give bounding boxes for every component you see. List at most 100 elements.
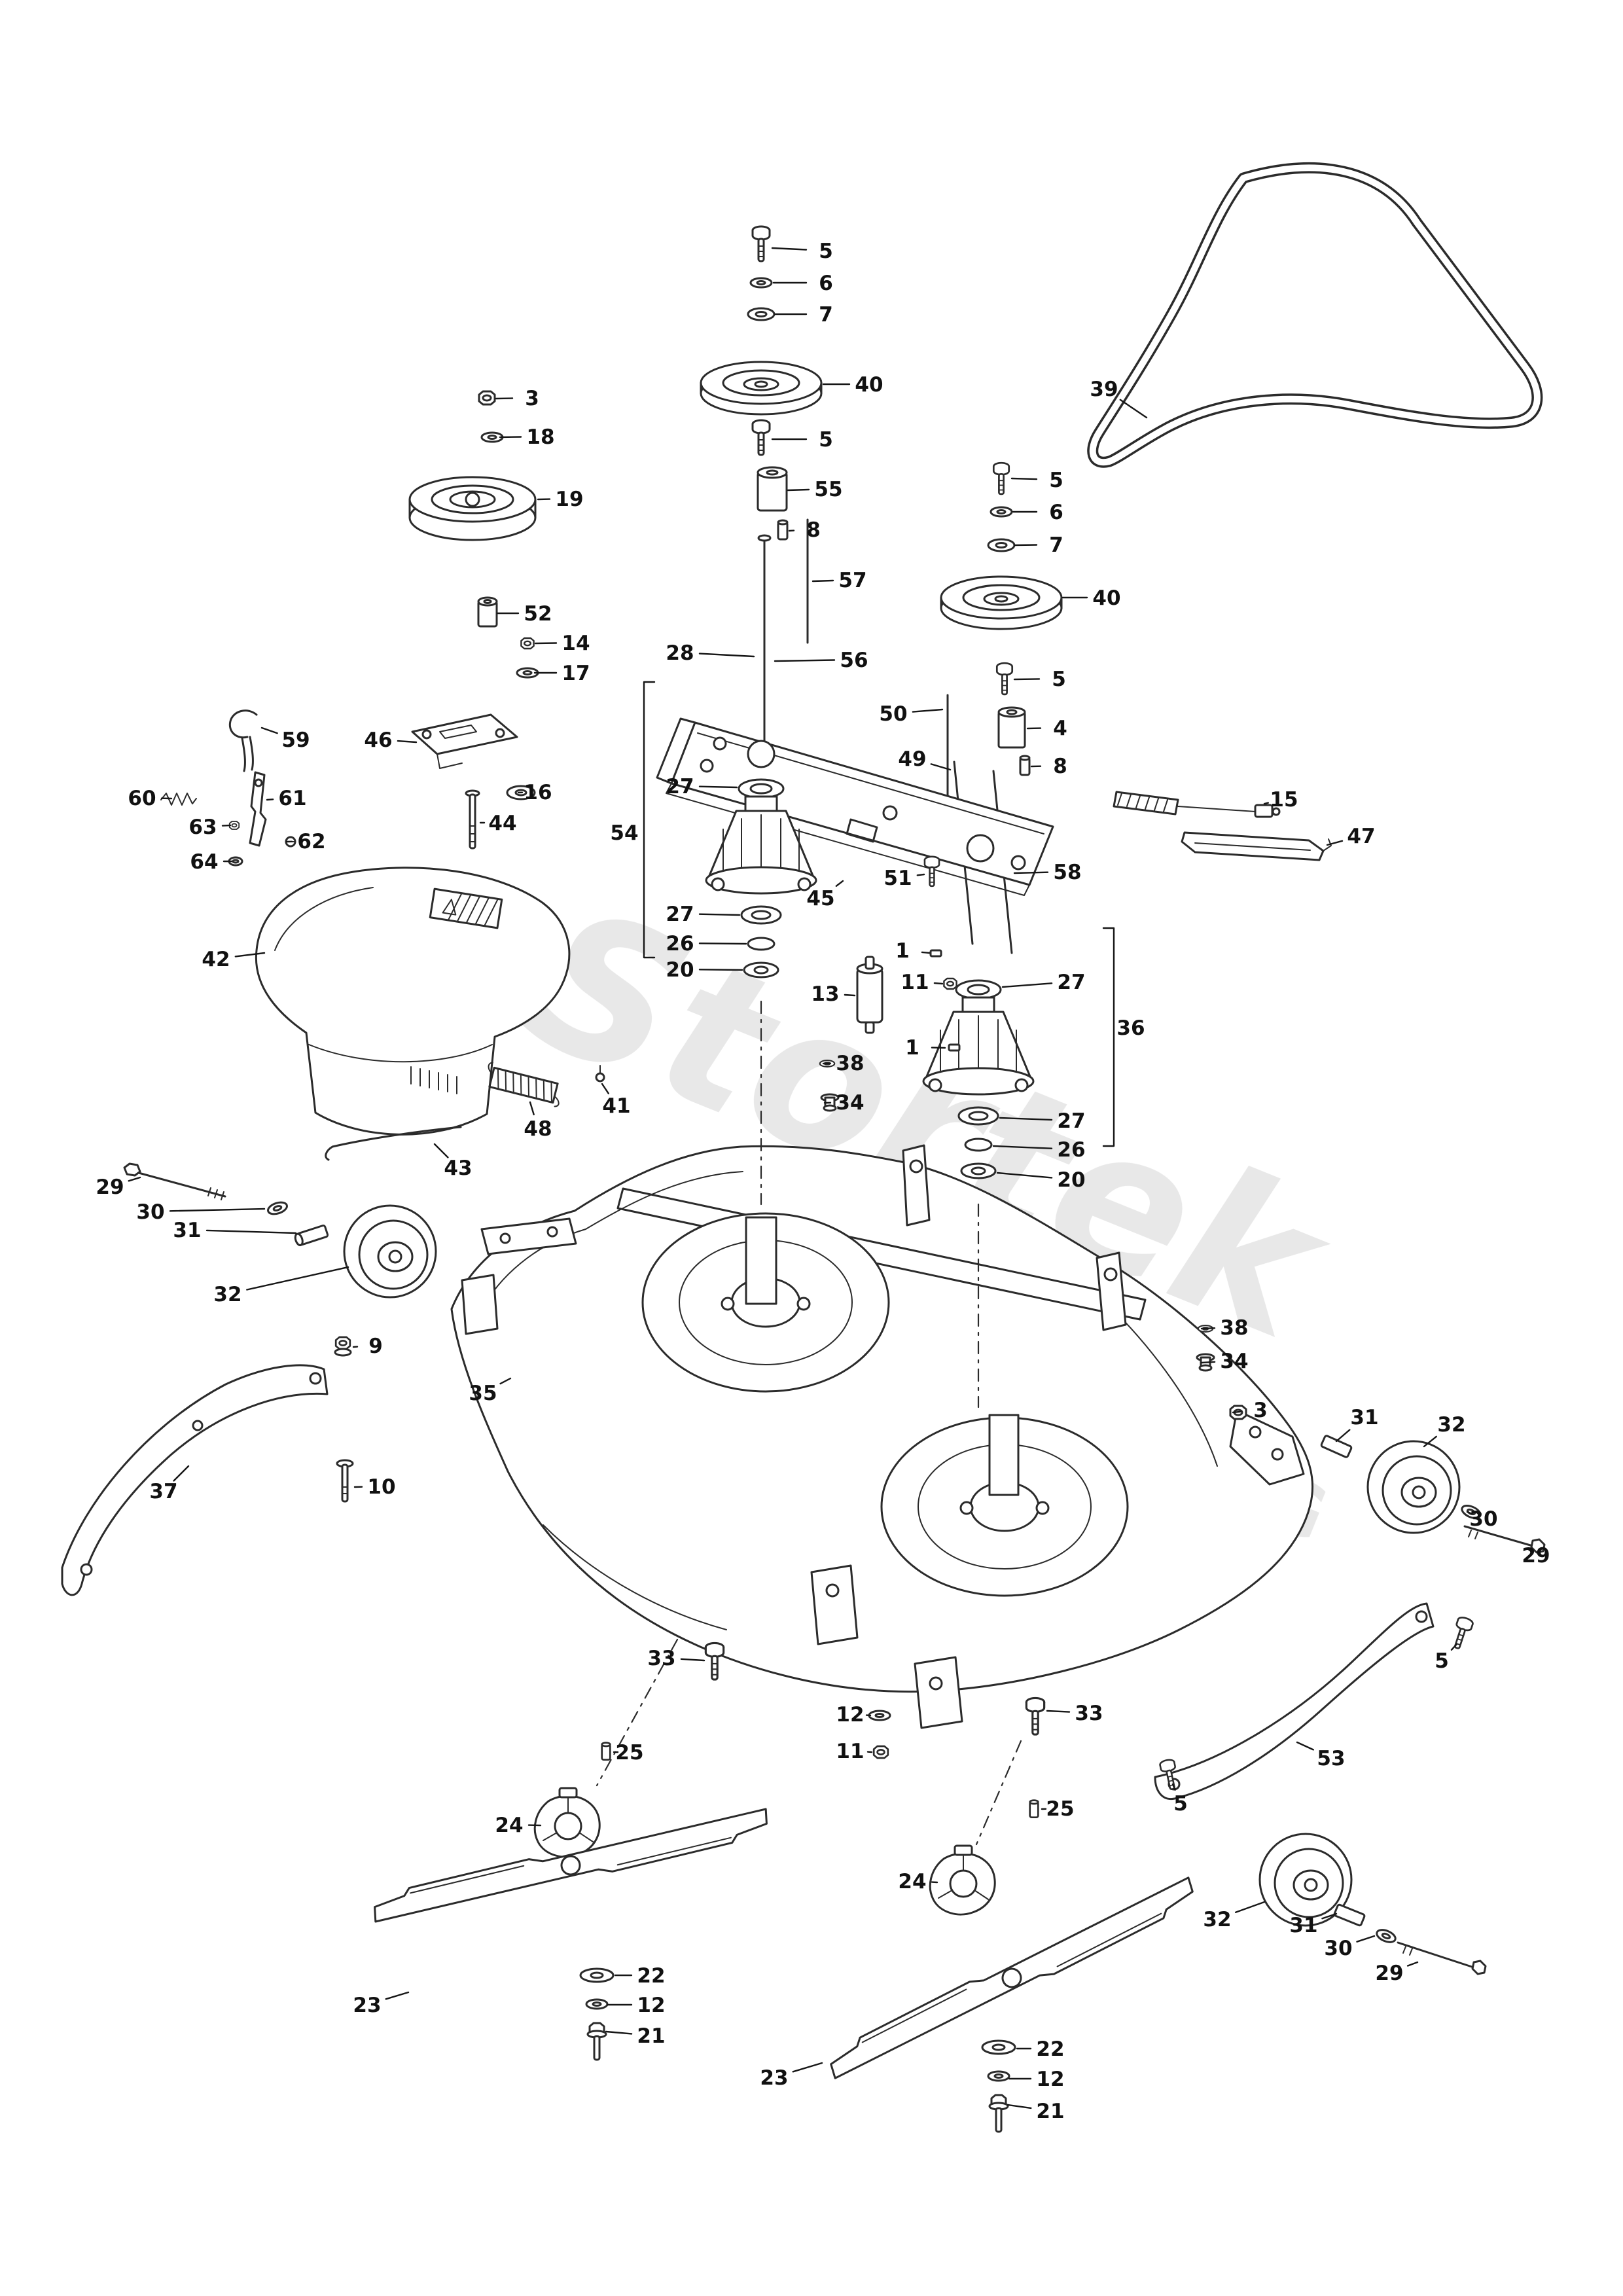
part-number-label: 1 — [905, 1036, 919, 1060]
callout-leader-line — [921, 951, 931, 954]
callout-leader-line — [1321, 1912, 1338, 1920]
callout-leader-line — [916, 873, 925, 876]
drive-belt — [1087, 162, 1543, 468]
callout-leader-line — [1526, 1547, 1532, 1552]
callout-bracket — [1102, 927, 1115, 1147]
callout-leader-line — [1046, 1710, 1071, 1713]
hex-bolt-long — [336, 1459, 354, 1503]
part-number-label: 11 — [901, 971, 929, 994]
callout-leader-line — [844, 994, 856, 997]
part-number-label: 21 — [637, 2024, 665, 2048]
roll-pin — [777, 519, 789, 541]
part-number-label: 41 — [602, 1094, 630, 1118]
part-number-label: 20 — [666, 958, 694, 982]
part-number-label: 63 — [188, 816, 217, 839]
callout-leader-line — [1007, 2104, 1032, 2109]
part-number-label: 7 — [819, 303, 833, 327]
part-number-label: 12 — [1036, 2068, 1064, 2091]
alignment-lines — [596, 1000, 1022, 1846]
callout-leader-line — [698, 942, 747, 945]
lock-lever — [249, 771, 267, 847]
callout-leader-line — [999, 1117, 1053, 1121]
part-number-label: 32 — [213, 1283, 241, 1306]
callout-leader-line — [529, 1101, 535, 1116]
wheel-bolt — [123, 1162, 226, 1200]
callout-leader-line — [1326, 840, 1344, 846]
flange-screw — [1025, 1696, 1046, 1736]
callout-leader-line — [1466, 1511, 1472, 1515]
discharge-cover — [255, 867, 571, 1136]
grub-screw — [948, 1043, 961, 1052]
flange-screw — [1448, 1615, 1475, 1651]
part-number-label: 48 — [524, 1117, 552, 1141]
callout-leader-line — [1010, 477, 1038, 480]
callout-leader-line — [1234, 1901, 1266, 1914]
blade-bolt — [586, 2022, 607, 2061]
part-number-label: 24 — [898, 1870, 926, 1893]
part-number-label: 31 — [1289, 1914, 1317, 1937]
part-number-label: 45 — [806, 887, 834, 910]
callout-leader-line — [499, 1377, 512, 1385]
callout-leader-line — [1119, 399, 1148, 419]
part-number-label: 58 — [1053, 861, 1081, 884]
callout-leader-line — [996, 1172, 1053, 1179]
callout-leader-line — [1013, 871, 1049, 874]
part-number-label: 39 — [1090, 378, 1118, 401]
part-number-label: 43 — [444, 1157, 472, 1180]
part-number-label: 47 — [1347, 825, 1375, 848]
callout-leader-line — [221, 824, 232, 827]
callout-leader-line — [266, 798, 274, 801]
part-number-label: 59 — [281, 728, 310, 752]
part-number-label: 21 — [1036, 2100, 1064, 2123]
part-number-label: 36 — [1116, 1016, 1145, 1040]
part-number-label: 27 — [1057, 971, 1085, 994]
flange-nut — [334, 1336, 352, 1357]
nut — [872, 1745, 889, 1759]
callout-leader-line — [912, 708, 944, 713]
callout-leader-line — [397, 740, 418, 744]
part-number-label: 20 — [1057, 1168, 1085, 1192]
part-number-label: 7 — [1049, 533, 1063, 557]
part-number-label: 12 — [637, 1994, 665, 2017]
part-number-label: 29 — [1522, 1544, 1550, 1568]
washer — [585, 1998, 609, 2010]
callout-leader-line — [930, 763, 952, 771]
callout-leader-line — [128, 1176, 141, 1182]
part-number-label: 27 — [666, 775, 694, 798]
idler-pulley — [940, 575, 1063, 630]
idler-pulley — [700, 361, 823, 416]
wheel-bolt — [1463, 1525, 1546, 1554]
part-number-label: 49 — [898, 747, 926, 771]
callout-leader-line — [1171, 1783, 1176, 1791]
part-number-label: 35 — [469, 1382, 497, 1405]
spacer-tube — [997, 706, 1026, 749]
flange-screw — [751, 419, 771, 456]
tension-spring — [160, 793, 197, 806]
blade-hub — [929, 1844, 996, 1916]
callout-leader-line — [792, 2062, 823, 2073]
callout-leader-line — [1013, 544, 1038, 547]
part-number-label: 61 — [278, 787, 306, 810]
callout-leader-line — [205, 1229, 297, 1234]
blade-key — [601, 1742, 611, 1761]
spindle-shaft — [757, 534, 772, 742]
blade-washer-cup — [981, 2039, 1016, 2055]
part-number-label: 9 — [368, 1335, 383, 1358]
callout-leader-line — [698, 653, 755, 658]
spacer-pin — [1320, 1435, 1353, 1458]
part-number-label: 25 — [1046, 1797, 1074, 1821]
part-number-label: 38 — [1220, 1316, 1248, 1340]
callout-leader-line — [1406, 1961, 1419, 1967]
spacer-pin — [1333, 1903, 1366, 1927]
part-number-label: 8 — [1053, 755, 1067, 778]
blade-key — [1029, 1799, 1039, 1819]
callout-leader-line — [698, 969, 743, 971]
part-number-label: 6 — [1049, 501, 1063, 524]
callout-leader-line — [1450, 1643, 1458, 1651]
callout-leader-line — [835, 880, 844, 888]
flange-screw — [995, 662, 1014, 696]
nut — [520, 637, 535, 650]
callout-leader-line — [774, 659, 836, 662]
